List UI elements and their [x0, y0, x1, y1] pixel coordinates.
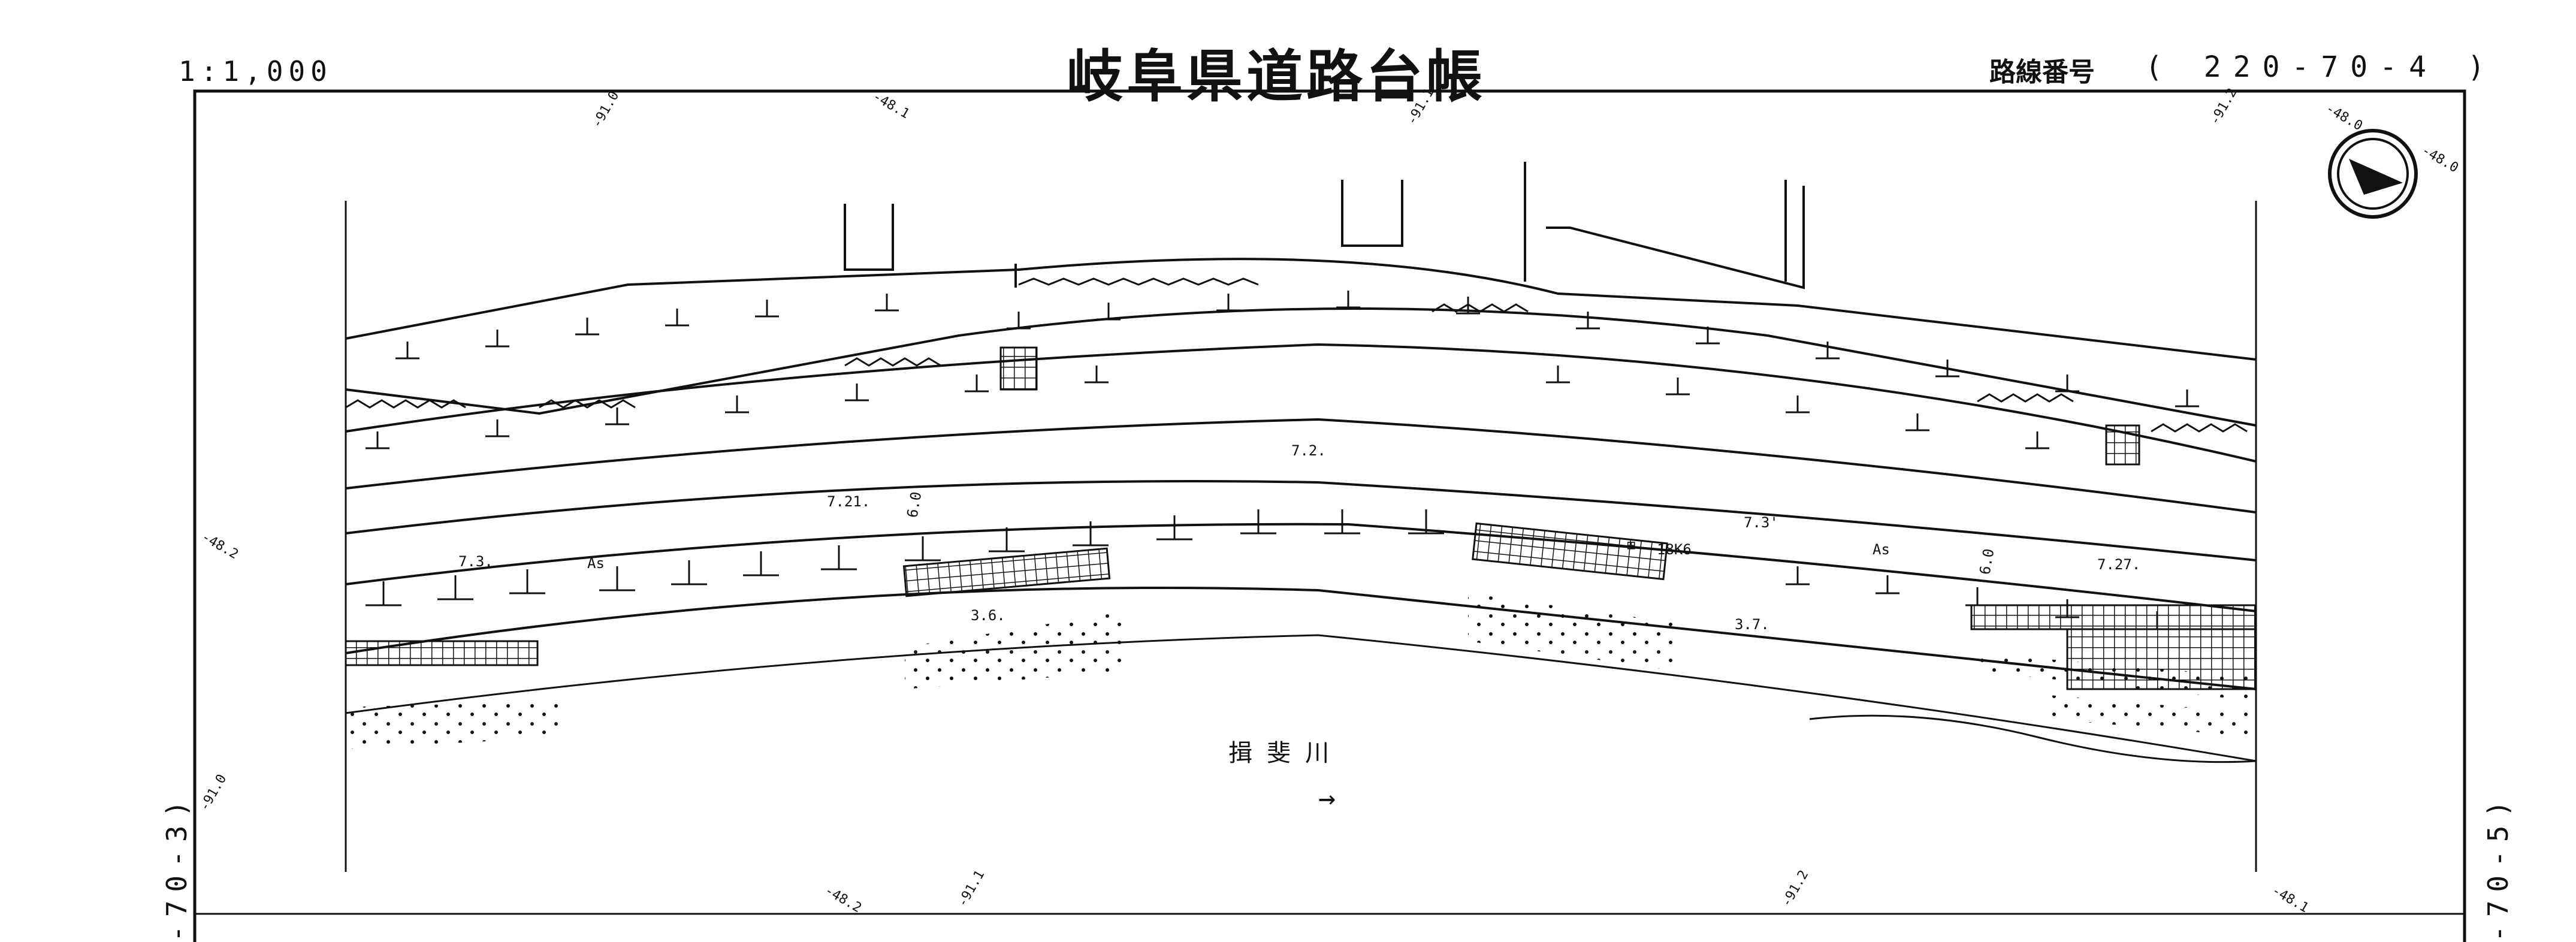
- road-width-label: 7.2.: [1291, 442, 1326, 459]
- route-number-value: ( 220-70-4 ): [2145, 50, 2497, 84]
- river-name-label: 揖 斐 川: [1228, 739, 1329, 767]
- building-outlines: [844, 162, 1805, 289]
- sheet-boundary-lines: [345, 201, 2257, 872]
- elevation-label: -48.2: [199, 530, 241, 563]
- elevation-label: -91.1: [955, 868, 988, 910]
- dotted-areas: [346, 593, 2256, 749]
- elevation-label: -48.0: [2419, 143, 2461, 176]
- road-width-label: 7.27.: [2097, 556, 2140, 573]
- elevation-label: -48.0: [2323, 101, 2365, 134]
- bridge-symbol: ⊞: [1627, 537, 1635, 554]
- elevation-label: -48.1: [870, 89, 912, 122]
- elevation-label: -91.2: [1779, 868, 1812, 910]
- embankment-ticks: [366, 291, 2199, 630]
- elevation-label: -48.1: [2269, 883, 2311, 916]
- page-title: 岐阜県道路台帳: [1067, 44, 1487, 110]
- road-width-label: 7.3.: [458, 553, 493, 570]
- route-number-label: 路線番号: [1989, 57, 2095, 87]
- surface-type-label: As: [587, 555, 605, 572]
- lane-width-label: 3.7.: [1735, 616, 1769, 633]
- road-edge-lines: [345, 258, 2257, 763]
- surface-type-label: As: [1873, 541, 1890, 558]
- road-width-label: 7.3': [1744, 514, 1778, 531]
- bridge-code-label: 18K6: [1657, 541, 1692, 558]
- scale-label: 1:1,000: [179, 55, 333, 87]
- map-frame: [193, 89, 2466, 942]
- lane-width-label: 6.0: [904, 490, 925, 519]
- elevation-label: -91.0: [197, 772, 230, 814]
- elevation-label: -91.0: [590, 89, 623, 131]
- hatched-blocks: [345, 346, 2257, 690]
- elevation-label: -48.2: [822, 883, 864, 916]
- lane-width-label: 6.0: [1976, 547, 1997, 576]
- flow-arrow-icon: →: [1318, 781, 1336, 815]
- river-label-group: 揖 斐 川 →: [1228, 739, 1336, 815]
- road-width-label: 7.21.: [827, 493, 870, 510]
- slope-triangles: [345, 277, 2248, 433]
- lane-width-label: 3.6.: [971, 607, 1005, 624]
- road-annotations: 7.3. As 7.21. 7.2. 7.3' As 7.27. 3.6. 3.…: [458, 442, 2140, 633]
- north-arrow-icon: [2328, 129, 2418, 219]
